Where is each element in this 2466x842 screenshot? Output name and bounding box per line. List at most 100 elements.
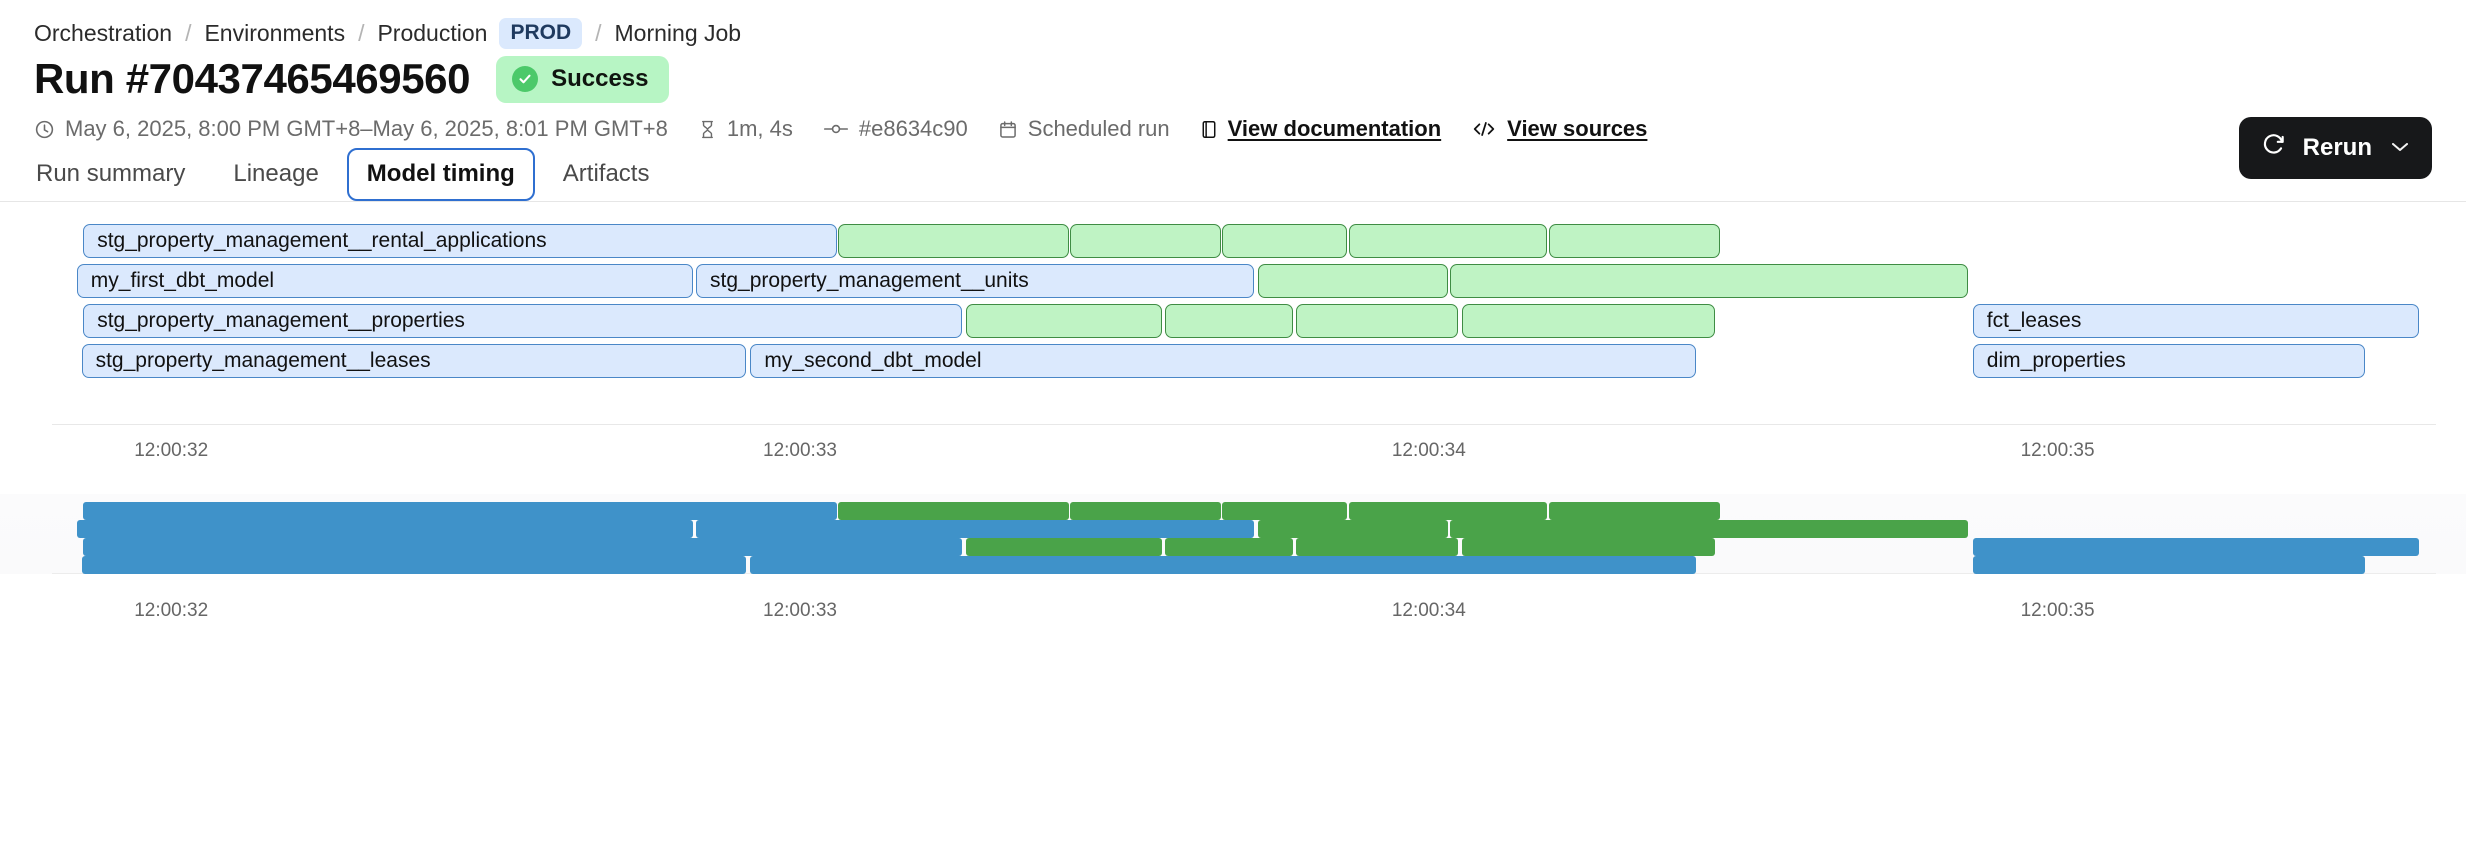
- tab-run-summary[interactable]: Run summary: [36, 160, 186, 187]
- gantt-bar-stg_property_management__units[interactable]: stg_property_management__units: [696, 264, 1255, 298]
- minimap-bar[interactable]: [83, 502, 837, 520]
- gantt-bar-label: stg_property_management__rental_applicat…: [97, 229, 547, 252]
- tab-lineage[interactable]: Lineage: [233, 160, 319, 187]
- page-title: Run #70437465469560: [34, 55, 471, 103]
- gantt-bar-stg_property_management__properties[interactable]: stg_property_management__properties: [83, 304, 962, 338]
- axis-tick-label: 12:00:34: [1391, 600, 1466, 621]
- gantt-bar[interactable]: [1462, 304, 1716, 338]
- gantt-bar-label: stg_property_management__properties: [97, 309, 465, 332]
- meta-trigger-label: Scheduled run: [1027, 116, 1170, 141]
- status-badge: Success: [496, 56, 669, 103]
- calendar-icon: [998, 119, 1018, 140]
- gantt-bar-my_second_dbt_model[interactable]: my_second_dbt_model: [750, 344, 1696, 378]
- gantt-row: stg_property_management__rental_applicat…: [0, 224, 2466, 258]
- gantt-row: stg_property_management__leases my_second…: [0, 344, 2466, 378]
- gantt-bar[interactable]: [1164, 304, 1293, 338]
- meta-trigger: Scheduled run: [998, 116, 1170, 142]
- meta-commit: #e8634c90: [823, 116, 968, 142]
- tab-artifacts[interactable]: Artifacts: [562, 160, 650, 187]
- gantt-bar-my_first_dbt_model[interactable]: my_first_dbt_model: [76, 264, 693, 298]
- gantt-chart: stg_property_management__rental_applicat…: [0, 224, 2466, 414]
- gantt-minimap[interactable]: [0, 494, 2466, 574]
- breadcrumb: Orchestration / Environments / Productio…: [0, 0, 2466, 49]
- gantt-bar-label: fct_leases: [1986, 309, 2082, 332]
- minimap-row: [0, 520, 2466, 538]
- gantt-bar-label: my_first_dbt_model: [90, 269, 275, 292]
- gantt-bar-stg_property_management__leases[interactable]: stg_property_management__leases: [81, 344, 746, 378]
- breadcrumb-separator: /: [595, 19, 602, 46]
- breadcrumb-item-orchestration[interactable]: Orchestration: [34, 19, 173, 46]
- minimap-bar[interactable]: [1449, 520, 1968, 538]
- minimap-bar[interactable]: [83, 538, 962, 556]
- meta-timerange-label: May 6, 2025, 8:00 PM GMT+8–May 6, 2025, …: [65, 116, 668, 141]
- gantt-bar-label: dim_properties: [1986, 349, 2126, 372]
- minimap-bar[interactable]: [966, 538, 1162, 556]
- chevron-down-icon[interactable]: [2390, 137, 2410, 158]
- check-circle-icon: [512, 66, 539, 92]
- rerun-button-label: Rerun: [2302, 133, 2372, 161]
- minimap-bar[interactable]: [1462, 538, 1716, 556]
- code-icon: [1471, 119, 1497, 139]
- gantt-bar-label: my_second_dbt_model: [764, 349, 982, 372]
- minimap-bar[interactable]: [81, 556, 746, 574]
- minimap-bar[interactable]: [1222, 502, 1348, 520]
- breadcrumb-item-production[interactable]: Production: [377, 19, 488, 46]
- gantt-bar[interactable]: [966, 304, 1162, 338]
- minimap-bar[interactable]: [1164, 538, 1293, 556]
- gantt-bar[interactable]: [1070, 224, 1221, 258]
- rerun-button[interactable]: Rerun: [2238, 117, 2432, 179]
- refresh-icon: [2261, 131, 2287, 164]
- book-icon: [1200, 119, 1218, 140]
- gantt-bar[interactable]: [1222, 224, 1348, 258]
- gantt-bar-fct_leases[interactable]: fct_leases: [1972, 304, 2420, 338]
- minimap-bar[interactable]: [1070, 502, 1221, 520]
- axis-tick-label: 12:00:34: [1391, 440, 1466, 461]
- gantt-bar[interactable]: [838, 224, 1069, 258]
- minimap-row: [0, 538, 2466, 556]
- minimap-bar[interactable]: [1548, 502, 1720, 520]
- axis-tick-label: 12:00:32: [134, 440, 209, 461]
- minimap-bar[interactable]: [750, 556, 1696, 574]
- gantt-bar-stg_property_management__rental_applications[interactable]: stg_property_management__rental_applicat…: [83, 224, 837, 258]
- gantt-bar[interactable]: [1348, 224, 1548, 258]
- breadcrumb-item-morning-job[interactable]: Morning Job: [614, 19, 742, 46]
- gantt-bar[interactable]: [1548, 224, 1720, 258]
- minimap-bar[interactable]: [1296, 538, 1458, 556]
- breadcrumb-separator: /: [358, 19, 365, 46]
- breadcrumb-item-environments[interactable]: Environments: [204, 19, 346, 46]
- gantt-bar[interactable]: [1449, 264, 1968, 298]
- meta-duration-label: 1m, 4s: [726, 116, 793, 141]
- view-sources-link[interactable]: View sources: [1507, 116, 1648, 141]
- breadcrumb-separator: /: [185, 19, 192, 46]
- gantt-bar-dim_properties[interactable]: dim_properties: [1972, 344, 2365, 378]
- minimap-bar[interactable]: [696, 520, 1255, 538]
- minimap-bar[interactable]: [1257, 520, 1448, 538]
- gantt-bar-label: stg_property_management__leases: [95, 349, 431, 372]
- hourglass-icon: [698, 119, 717, 140]
- meta-documentation[interactable]: View documentation: [1200, 116, 1442, 142]
- axis-tick-label: 12:00:33: [763, 600, 837, 621]
- gantt-row: stg_property_management__properties fct_l…: [0, 304, 2466, 338]
- gantt-bar[interactable]: [1296, 304, 1458, 338]
- tab-model-timing[interactable]: Model timing: [346, 148, 535, 201]
- tab-bar: Run summary Lineage Model timing Artifac…: [0, 141, 2466, 201]
- clock-icon: [34, 119, 55, 140]
- meta-sources[interactable]: View sources: [1471, 116, 1647, 142]
- gantt-row: my_first_dbt_model stg_property_managemen…: [0, 264, 2466, 298]
- minimap-bar[interactable]: [76, 520, 693, 538]
- tab-bar-divider: [0, 201, 2466, 202]
- header-title-row: Run #70437465469560 Success: [0, 40, 2466, 103]
- gantt-bar[interactable]: [1257, 264, 1448, 298]
- view-documentation-link[interactable]: View documentation: [1227, 116, 1442, 141]
- minimap-row: [0, 502, 2466, 520]
- minimap-bar[interactable]: [1348, 502, 1548, 520]
- minimap-bar[interactable]: [838, 502, 1069, 520]
- minimap-bar[interactable]: [1972, 556, 2365, 574]
- minimap-bar[interactable]: [1972, 538, 2420, 556]
- run-metadata-row: May 6, 2025, 8:00 PM GMT+8–May 6, 2025, …: [0, 103, 2466, 141]
- axis-tick-label: 12:00:33: [763, 440, 837, 461]
- meta-timerange: May 6, 2025, 8:00 PM GMT+8–May 6, 2025, …: [34, 116, 668, 142]
- meta-commit-label: #e8634c90: [858, 116, 968, 141]
